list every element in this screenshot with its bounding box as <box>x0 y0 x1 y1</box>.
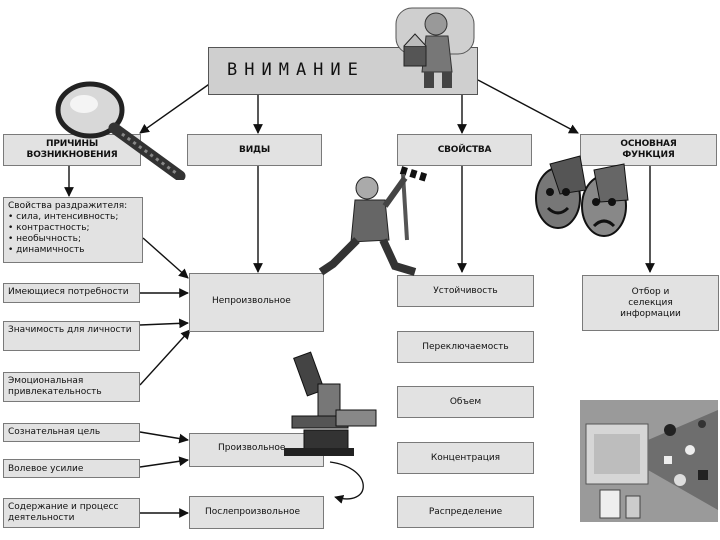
stimulus-item: динамичность <box>8 245 138 256</box>
child-figure-icon <box>395 7 475 88</box>
emotional-label: Эмоциональная привлекательность <box>8 376 102 397</box>
stimulus-item: контрастность; <box>8 223 138 234</box>
running-man-icon <box>318 166 429 276</box>
conscious-goal-box: Сознательная цель <box>3 423 140 442</box>
microscope-icon <box>284 351 377 456</box>
selection-label: Отбор и селекция информации <box>620 286 681 319</box>
stimulus-item: сила, интенсивность; <box>8 212 138 223</box>
switching-label: Переключаемость <box>422 341 509 352</box>
header-causes-label: ПРИЧИНЫ ВОЗНИКНОВЕНИЯ <box>26 139 118 160</box>
header-causes: ПРИЧИНЫ ВОЗНИКНОВЕНИЯ <box>3 134 141 166</box>
header-types: ВИДЫ <box>187 134 322 166</box>
activity-box: Содержание и процесс деятельности <box>3 498 140 528</box>
header-properties: СВОЙСТВА <box>397 134 532 166</box>
volitional-box: Волевое усилие <box>3 459 140 478</box>
header-properties-label: СВОЙСТВА <box>437 144 492 155</box>
title-text: ВНИМАНИЕ <box>227 60 365 80</box>
post-voluntary-label: Послепроизвольное <box>205 507 301 517</box>
stimulus-properties-box: Свойства раздражителя: сила, интенсивнос… <box>3 197 143 263</box>
selection-box: Отбор и селекция информации <box>582 275 719 331</box>
activity-label: Содержание и процесс деятельности <box>8 502 119 523</box>
arrow-goal-voluntary <box>139 431 189 444</box>
conscious-goal-label: Сознательная цель <box>8 427 101 437</box>
switching-box: Переключаемость <box>397 331 534 363</box>
stability-box: Устойчивость <box>397 275 534 307</box>
involuntary-box: Непроизвольное <box>189 273 324 332</box>
volume-box: Объем <box>397 386 534 418</box>
arrow-emotional-involuntary <box>139 329 191 386</box>
concentration-label: Концентрация <box>430 452 501 463</box>
emotional-box: Эмоциональная привлекательность <box>3 372 140 402</box>
needs-label: Имеющиеся потребности <box>8 287 129 297</box>
volume-label: Объем <box>449 396 482 407</box>
header-functions-label: ОСНОВНАЯ ФУНКЦИЯ <box>620 139 677 160</box>
magnifier-icon <box>55 81 186 180</box>
arrow-title-functions <box>477 79 579 134</box>
stimulus-item: необычность; <box>8 234 138 245</box>
curved-arrow-voluntary-postvoluntary <box>329 461 364 504</box>
arrow-title-causes <box>139 79 216 134</box>
stimulus-title: Свойства раздражителя: <box>8 201 128 211</box>
binoculars-masks-icon <box>535 155 629 237</box>
arrow-volitional-voluntary <box>139 456 189 468</box>
involuntary-label: Непроизвольное <box>212 296 291 306</box>
needs-box: Имеющиеся потребности <box>3 283 140 303</box>
significance-label: Значимость для личности <box>8 325 132 335</box>
header-types-label: ВИДЫ <box>239 144 270 155</box>
abstract-shapes-icon <box>580 400 718 522</box>
concentration-box: Концентрация <box>397 442 534 474</box>
distribution-box: Распределение <box>397 496 534 528</box>
significance-box: Значимость для личности <box>3 321 140 351</box>
arrow-stimulus-involuntary <box>142 237 189 279</box>
arrow-significance-involuntary <box>139 318 189 329</box>
distribution-label: Распределение <box>428 506 503 517</box>
header-functions: ОСНОВНАЯ ФУНКЦИЯ <box>580 134 717 166</box>
volitional-label: Волевое усилие <box>8 464 84 474</box>
post-voluntary-box: Послепроизвольное <box>189 496 324 529</box>
stability-label: Устойчивость <box>433 285 498 296</box>
stimulus-list: сила, интенсивность; контрастность; необ… <box>8 212 138 256</box>
voluntary-label: Произвольное <box>218 443 286 453</box>
